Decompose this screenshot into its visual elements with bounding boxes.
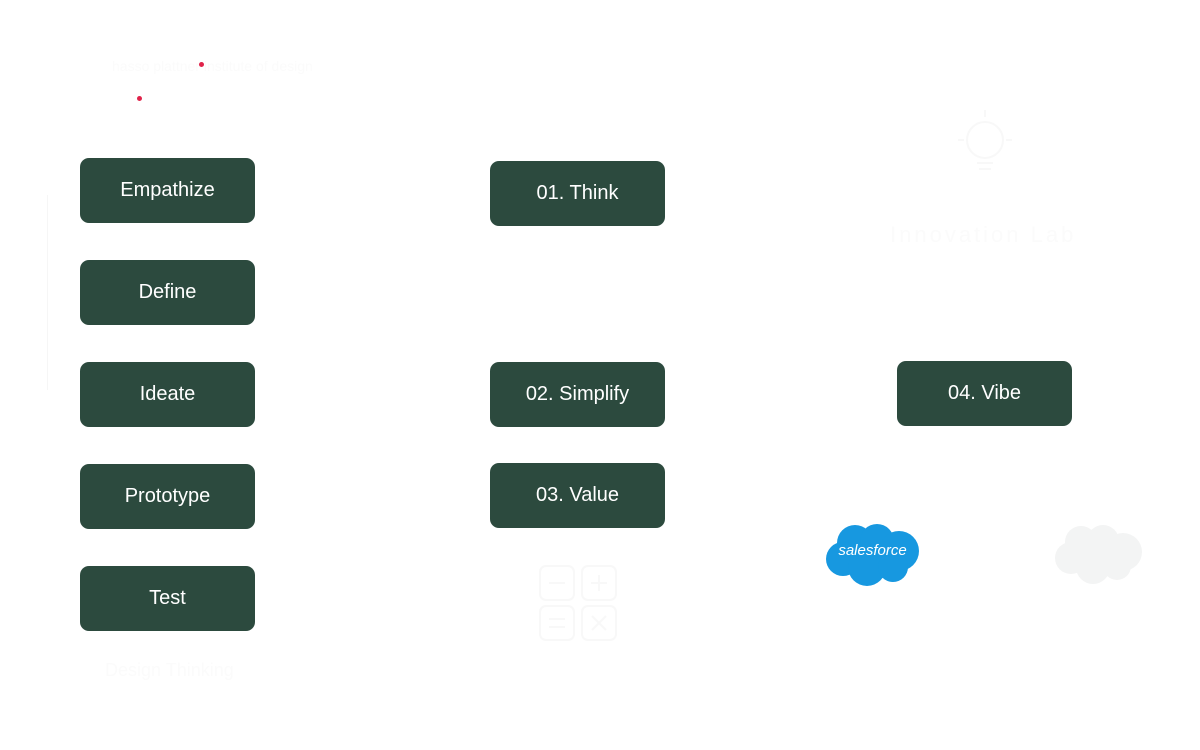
stage-ideate-button[interactable]: Ideate xyxy=(80,362,255,427)
principle-value-button[interactable]: 03. Value xyxy=(490,463,665,528)
divider-line xyxy=(47,195,48,390)
dschool-caption: hasso plattner institute of design xyxy=(112,58,313,74)
principle-think-button[interactable]: 01. Think xyxy=(490,161,665,226)
principle-vibe-button[interactable]: 04. Vibe xyxy=(897,361,1072,426)
lightbulb-icon xyxy=(958,110,1012,170)
stage-define-button[interactable]: Define xyxy=(80,260,255,325)
design-thinking-caption: Design Thinking xyxy=(105,660,234,680)
salesforce-cloud-icon xyxy=(826,524,919,586)
salesforce-wordmark: salesforce xyxy=(838,542,907,559)
stage-empathize-button[interactable]: Empathize xyxy=(80,158,255,223)
lightbulb-caption: Innovation Lab xyxy=(890,222,1077,247)
stage-prototype-button[interactable]: Prototype xyxy=(80,464,255,529)
calculator-icon xyxy=(539,565,617,641)
red-dot xyxy=(199,62,204,67)
stage-test-button[interactable]: Test xyxy=(80,566,255,631)
principle-simplify-button[interactable]: 02. Simplify xyxy=(490,362,665,427)
red-dot xyxy=(137,96,142,101)
salesforce-logo: salesforce xyxy=(825,521,920,587)
gray-cloud-icon xyxy=(1055,525,1142,584)
